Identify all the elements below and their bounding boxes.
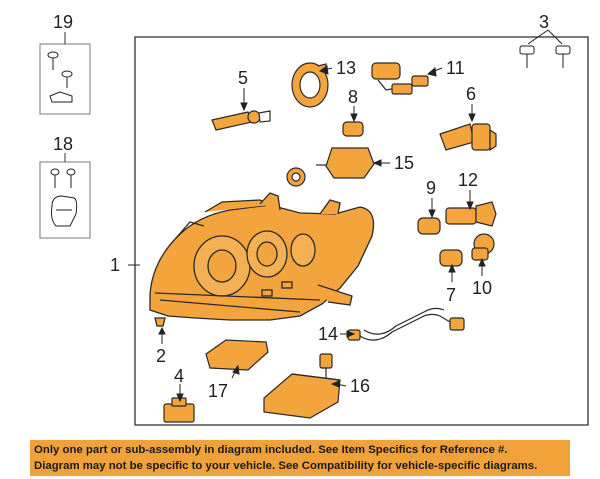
- callout-6: 6: [466, 84, 476, 104]
- callout-11: 11: [446, 58, 465, 78]
- callout-16: 16: [350, 376, 370, 396]
- callout-15: 15: [394, 153, 414, 173]
- disclaimer-line-2: Diagram may not be specific to your vehi…: [34, 460, 538, 472]
- cover-part-17: [205, 339, 269, 371]
- harness-part-14: [347, 307, 465, 341]
- ballast-part-16: [263, 353, 341, 419]
- callout-19: 19: [53, 12, 73, 32]
- bulb-part-5: [211, 110, 271, 131]
- disclaimer-line-1: Only one part or sub-assembly in diagram…: [34, 444, 508, 456]
- callout-8: 8: [348, 87, 358, 107]
- callout-18: 18: [53, 134, 73, 154]
- callout-4: 4: [174, 366, 184, 386]
- connector-part-4: [163, 397, 195, 423]
- screw-part-18: [50, 168, 78, 227]
- callout-3: 3: [539, 12, 549, 32]
- socket-part-12: [445, 201, 497, 227]
- disclaimer-banner: Only one part or sub-assembly in diagram…: [30, 440, 570, 476]
- socket-ring-part-13: [291, 62, 329, 108]
- headlamp-assembly-part-1: [149, 192, 375, 327]
- leader-lines: [128, 65, 486, 403]
- callout-5: 5: [238, 68, 248, 88]
- nut-part-3: [519, 29, 571, 68]
- callout-17: 17: [208, 381, 228, 401]
- callout-7: 7: [446, 285, 456, 305]
- screw-part-19: [47, 51, 73, 103]
- callout-12: 12: [458, 170, 478, 190]
- callout-2: 2: [156, 346, 166, 366]
- socket-part-10: [471, 233, 495, 261]
- bulb-part-6: [439, 123, 497, 152]
- diagram-frame: [134, 36, 589, 426]
- bulb-part-8: [342, 121, 364, 137]
- harness-part-11: [371, 62, 429, 95]
- socket-part-15: [286, 147, 375, 187]
- callout-9: 9: [426, 178, 436, 198]
- bulb-part-9: [417, 217, 441, 235]
- callout-10: 10: [472, 278, 492, 298]
- bulb-part-7: [439, 249, 463, 267]
- hardware-box-19: [39, 43, 91, 115]
- callout-13: 13: [336, 58, 356, 78]
- callout-1: 1: [110, 255, 120, 275]
- callout-14: 14: [318, 324, 338, 344]
